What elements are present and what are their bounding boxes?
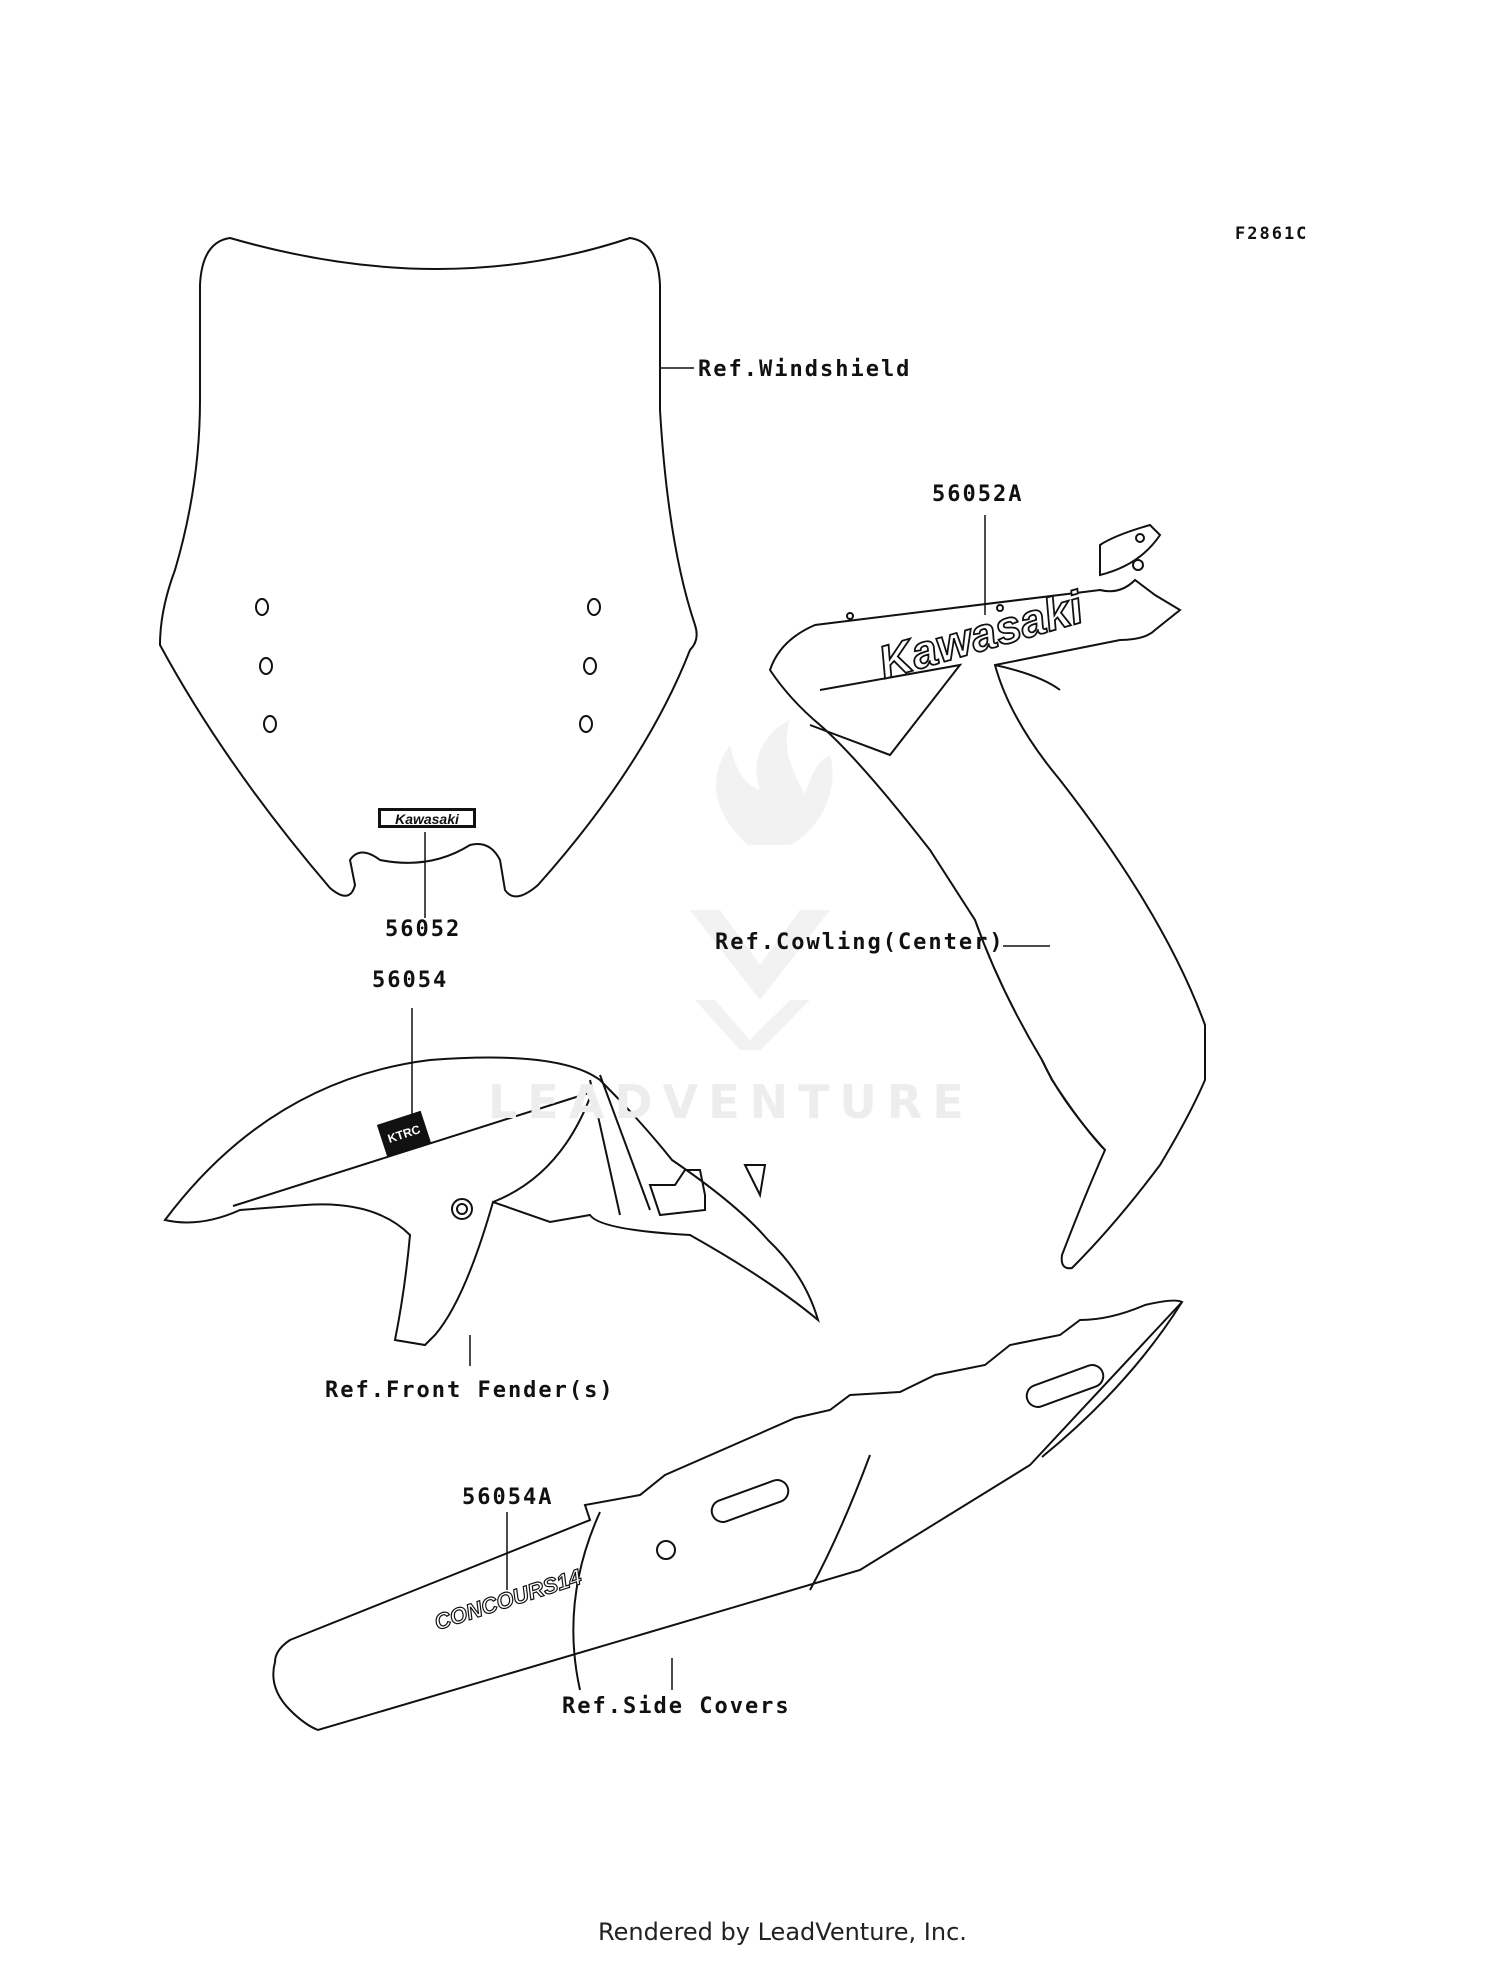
ref-cowling-label: Ref.Cowling(Center)	[715, 930, 1005, 955]
fender-leaders	[411, 1008, 471, 1366]
watermark-text: LEADVENTURE	[488, 1075, 974, 1129]
fender-decal	[376, 1110, 432, 1158]
windshield-decal	[378, 808, 476, 828]
figure-code: F2861C	[1235, 224, 1309, 244]
part-56054-label: 56054	[372, 968, 449, 993]
windshield-decal-text: Kawasaki	[395, 811, 460, 827]
windshield	[158, 236, 698, 898]
front-fender	[163, 1056, 820, 1347]
footer-credit: Rendered by LeadVenture, Inc.	[598, 1918, 967, 1946]
cowling-decal-text: Kawasaki	[873, 580, 1090, 688]
ref-side-covers-label: Ref.Side Covers	[562, 1694, 791, 1719]
part-56052a-label: 56052A	[932, 482, 1024, 507]
cowling-leaders	[984, 515, 1050, 947]
ref-windshield-label: Ref.Windshield	[698, 357, 912, 382]
cowling	[768, 523, 1206, 1270]
watermark-logo	[690, 720, 833, 1050]
ref-front-fender-label: Ref.Front Fender(s)	[325, 1378, 615, 1403]
side-cover-leaders	[506, 1512, 673, 1690]
windshield-leaders	[424, 367, 694, 918]
side-covers	[272, 1299, 1184, 1732]
part-56054a-label: 56054A	[462, 1485, 554, 1510]
part-56052-label: 56052	[385, 917, 462, 942]
